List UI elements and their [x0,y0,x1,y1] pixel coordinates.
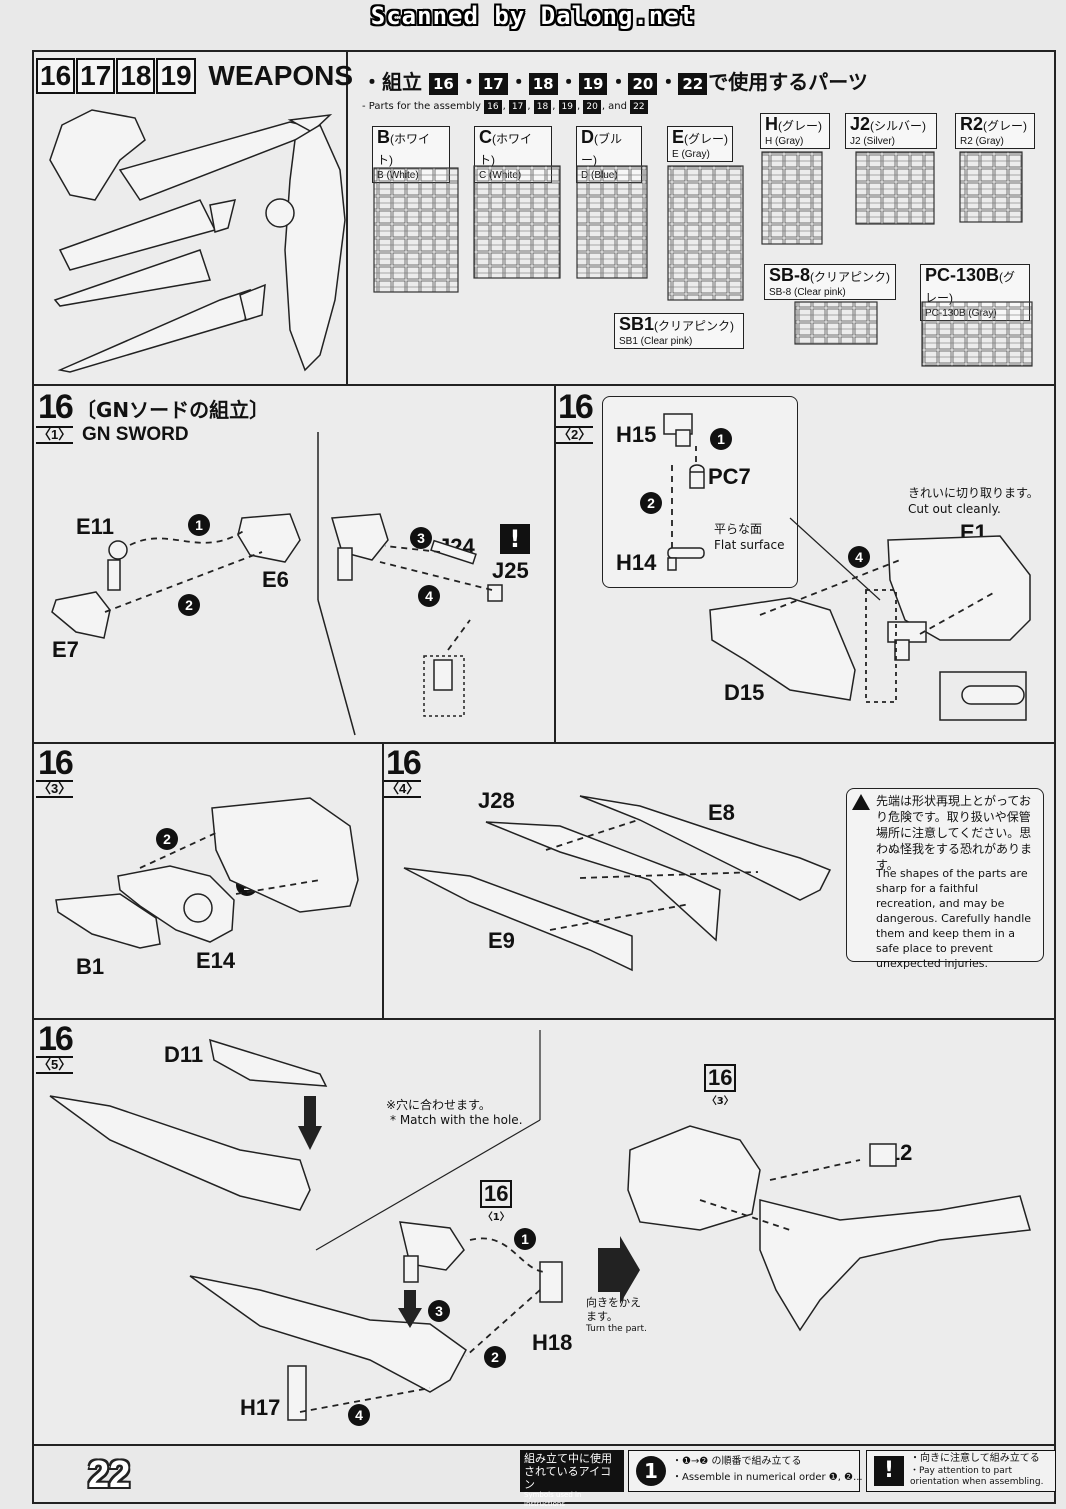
part-label: E6 [262,567,289,592]
order-marker: 4 [348,1404,370,1426]
order-marker: 1 [236,874,258,896]
order-marker: 3 [410,527,432,549]
caution-en: The shapes of the parts are sharp for a … [876,867,1032,970]
scan-credit: Scanned by Dalong.net [370,2,696,30]
step-number: 16 [386,744,422,782]
substep-number: 〈3〉 [36,780,74,798]
step-number: 16 [38,1020,74,1058]
order-marker: 3 [428,1300,450,1322]
runner-label-d: D(ブルー) D (Blue) [576,126,642,183]
part-label: J24 [438,534,475,559]
order-marker: 1 [188,514,210,536]
part-label: E8 [708,800,735,825]
part-label: H18 [532,1330,573,1355]
part-label: B1 [76,954,105,979]
order-marker: 1 [710,428,732,450]
match-hole-jp: ※穴に合わせます。 [386,1098,491,1112]
order-marker: 2 [484,1346,506,1368]
substep-number: 〈1〉 [36,426,74,444]
step-number: 16 [38,744,74,782]
ref-step-16-3: 16 〈3〉 [704,1064,737,1107]
step-16-5-panel [32,1018,1056,1446]
order-marker: 3 [940,614,962,636]
icons-legend-title: 組み立て中に使用されているアイコン Symbols used in instru… [520,1450,624,1508]
flat-surface-en: Flat surface [714,538,785,552]
part-label: E11 [76,514,114,539]
part-label: D11 [164,1042,204,1067]
step-number: 16 [38,388,74,426]
runner-label-e: E(グレー) E (Gray) [667,126,733,162]
runner-label-sb1: SB1(クリアピンク) SB1 (Clear pink) [614,313,744,349]
order-marker: 2 [156,828,178,850]
substep-number: 〈2〉 [556,426,594,444]
orientation-legend-jp: ・向きに注意して組み立てる [910,1453,1040,1464]
cut-cleanly-en: Cut out cleanly. [908,502,1001,516]
part-label: H15 [616,422,657,447]
order-marker: 4 [418,585,440,607]
caution-jp: 先端は形状再現上とがっており危険です。取り扱いや保管場所に注意してください。思わ… [876,794,1033,872]
step-title-jp: 〔GNソードの組立〕 [76,398,270,422]
part-label: H12 [872,1140,913,1165]
turn-part-jp: 向きをかえます。 [586,1296,641,1323]
orientation-icon: ! [874,1456,904,1486]
order-marker: 1 [514,1228,536,1250]
match-hole-en: * Match with the hole. [390,1113,523,1127]
runner-label-r2: R2(グレー) R2 (Gray) [955,113,1035,149]
runner-label-pc130b: PC-130B(グレー) PC-130B (Gray) [920,264,1030,321]
part-label: E1 [960,520,987,545]
runner-label-sb8: SB-8(クリアピンク) SB-8 (Clear pink) [764,264,896,300]
step-number: 16 [558,388,594,426]
substep-number: 〈4〉 [384,780,422,798]
caution-box [846,788,1044,962]
warning-icon: ! [500,524,530,554]
ref-step-16-1: 16 〈1〉 [480,1180,513,1223]
part-label: J28 [478,788,515,813]
part-label: E7 [52,637,79,662]
weapons-panel [32,50,348,386]
flat-surface-jp: 平らな面 [714,522,763,536]
part-label: D15 [724,680,765,705]
part-label: J25 [492,558,529,583]
step-title-en: GN SWORD [82,424,189,445]
turn-part-en: Turn the part. [586,1324,647,1334]
part-label: E14 [196,948,236,973]
order-marker: 2 [178,594,200,616]
page-number: 22 [88,1454,131,1496]
part-label: E9 [488,928,515,953]
part-label: H17 [240,1395,281,1420]
cut-cleanly-jp: きれいに切り取ります。 [908,486,1039,500]
runner-label-c: C(ホワイト) C (White) [474,126,552,183]
order-marker: 4 [848,546,870,568]
parts-list-subtitle: - Parts for the assembly 16, 17, 18, 19,… [362,100,649,114]
order-legend-jp: ・❶→❷ の順番で組み立てる [672,1456,802,1467]
caution-icon [852,794,870,810]
orientation-legend-en: ・Pay attention to part orientation when … [910,1466,1044,1487]
runner-label-j2: J2(シルバー) J2 (Silver) [845,113,937,149]
order-legend [628,1450,860,1492]
substep-number: 〈5〉 [36,1056,74,1074]
order-marker: 2 [640,492,662,514]
order-legend-en: ・Assemble in numerical order ❶, ❷... [672,1472,863,1483]
runner-label-b: B(ホワイト) B (White) [372,126,450,183]
part-label: PC7 [708,464,751,489]
part-label: H14 [616,550,657,575]
weapons-heading: WEAPONS [208,60,354,91]
runner-label-h: H(グレー) H (Gray) [760,113,830,149]
order-icon: 1 [636,1456,666,1486]
